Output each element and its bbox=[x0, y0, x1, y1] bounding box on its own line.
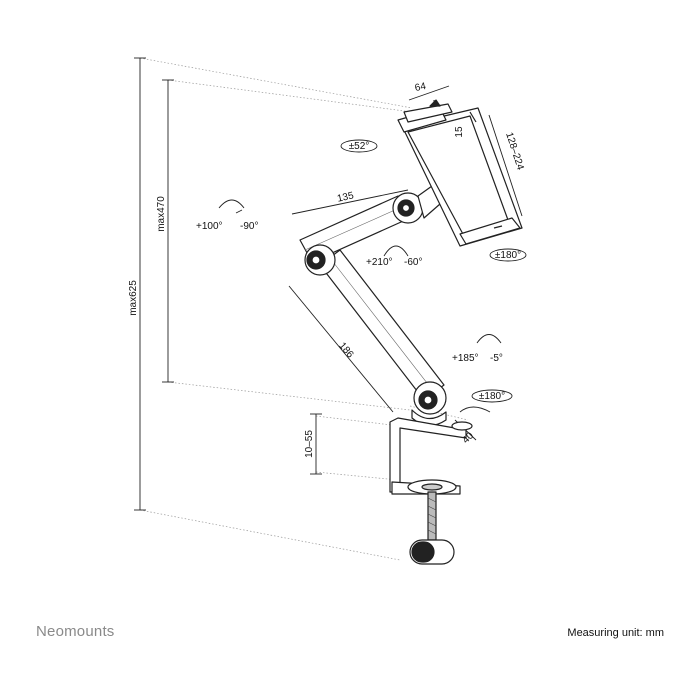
holder-offset-label: 15 bbox=[454, 126, 465, 138]
upper-arm-length-label: 135 bbox=[336, 190, 355, 204]
vertical-dimension-lines bbox=[134, 57, 322, 511]
max-arm-height-label: max470 bbox=[156, 196, 167, 232]
brand-logo-text: Neomounts bbox=[36, 623, 115, 640]
desk-clamp bbox=[389, 417, 473, 565]
arm-dimension-lines bbox=[288, 85, 523, 441]
base-rotation-label: ±180° bbox=[479, 391, 505, 402]
lower-arm-length-label: 186 bbox=[336, 340, 355, 360]
base-joint-up-label: +185° bbox=[452, 353, 479, 364]
tablet-mount-illustration bbox=[299, 99, 523, 565]
middle-joint bbox=[304, 244, 336, 276]
base-joint bbox=[411, 381, 447, 427]
tablet-holder bbox=[397, 99, 523, 247]
base-joint-down-label: -5° bbox=[490, 353, 503, 364]
clamp-range-label: 10–55 bbox=[304, 430, 315, 458]
middle-joint-down-label: -60° bbox=[404, 257, 422, 268]
rotation-arcs bbox=[218, 139, 527, 413]
upper-joint-down-label: -90° bbox=[240, 221, 258, 232]
measuring-unit-note: Measuring unit: mm bbox=[567, 627, 664, 639]
holder-range-label: 128–224 bbox=[503, 131, 526, 172]
max-total-height-label: max625 bbox=[128, 280, 139, 316]
tilt-angle-label: ±52° bbox=[349, 141, 370, 152]
projection-lines bbox=[139, 57, 469, 561]
angle-labels: ±52° +100° -90° +210° -60° ±180° +185° -… bbox=[196, 141, 521, 402]
holder-rotation-label: ±180° bbox=[495, 250, 521, 261]
upper-joint-up-label: +100° bbox=[196, 221, 223, 232]
middle-joint-up-label: +210° bbox=[366, 257, 393, 268]
holder-width-label: 64 bbox=[414, 81, 428, 94]
